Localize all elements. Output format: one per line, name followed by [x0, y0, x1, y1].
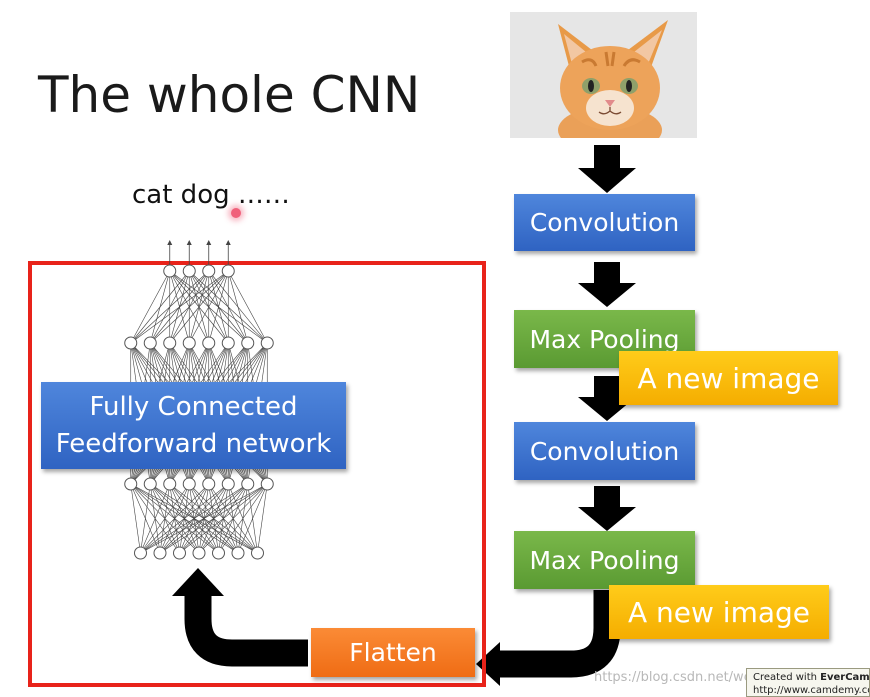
down-arrow: [578, 145, 636, 193]
arrow-head-to-network: [172, 568, 224, 596]
evercam-url: http://www.camdemy.com: [753, 685, 869, 696]
network-edge: [130, 270, 190, 344]
laser-pointer-dot: [231, 208, 241, 218]
evercam-created-with: Created with: [753, 672, 821, 683]
network-neuron: [221, 477, 235, 491]
network-neuron: [173, 546, 186, 560]
fc-label-line1: Fully Connected: [89, 391, 298, 422]
evercam-brand: EverCam: [820, 672, 870, 683]
network-edge: [257, 483, 268, 554]
network-neuron: [231, 546, 245, 560]
network-neuron: [182, 264, 196, 278]
network-neuron: [124, 336, 138, 350]
network-neuron: [221, 264, 235, 278]
network-edge: [218, 483, 268, 554]
curved-arrow-to-network: [184, 596, 308, 667]
network-neuron: [143, 477, 157, 491]
network-neuron: [202, 336, 216, 350]
network-neuron: [241, 477, 255, 491]
network-neuron: [134, 546, 147, 560]
network-edge: [227, 270, 268, 344]
network-neuron: [202, 477, 216, 491]
network-neuron: [163, 477, 177, 491]
convolution-box-1: Convolution: [514, 194, 695, 251]
network-neuron: [260, 477, 274, 491]
new-image-badge-1: A new image: [619, 351, 838, 405]
fully-connected-label-box: Fully Connected Feedforward network: [41, 382, 346, 469]
fc-label-line2: Feedforward network: [55, 428, 332, 459]
network-neuron: [241, 336, 255, 350]
network-edge: [208, 270, 229, 344]
network-neuron: [153, 546, 167, 560]
output-arrow-head: [167, 240, 173, 245]
network-neuron: [221, 336, 235, 350]
network-neuron: [192, 546, 206, 560]
max-pooling-box-2: Max Pooling: [514, 531, 695, 589]
network-edge: [130, 270, 171, 344]
network-edge: [140, 483, 190, 554]
network-neuron: [163, 336, 177, 350]
down-arrow: [578, 486, 636, 531]
new-image-badge-2: A new image: [609, 585, 829, 639]
watermark-url: https://blog.csdn.net/weixin_...: [594, 670, 794, 685]
network-edge: [179, 483, 268, 554]
down-arrow: [578, 262, 636, 307]
network-edge: [130, 270, 229, 344]
network-neuron: [202, 264, 216, 278]
slide-title: The whole CNN: [38, 66, 421, 124]
output-arrow-head: [225, 240, 231, 245]
down-arrow: [578, 376, 636, 421]
network-edge: [188, 270, 229, 344]
network-edge: [140, 483, 151, 554]
network-neuron: [182, 336, 196, 350]
output-classes-label: cat dog ……: [132, 180, 290, 210]
network-edge: [169, 270, 229, 344]
network-edge: [130, 483, 141, 554]
cat-image: [510, 12, 697, 138]
network-neuron: [124, 477, 138, 491]
network-edge: [140, 483, 209, 554]
fully-connected-frame: [28, 261, 486, 687]
output-arrow-head: [206, 240, 212, 245]
network-edge: [130, 270, 209, 344]
network-edge: [237, 483, 268, 554]
network-neuron: [163, 264, 177, 278]
network-edge: [140, 483, 268, 554]
network-edge: [140, 483, 248, 554]
evercam-badge: Created with EverCam http://www.camdemy.…: [746, 668, 870, 697]
flatten-box: Flatten: [311, 628, 475, 677]
network-neuron: [260, 336, 274, 350]
network-edge: [198, 483, 268, 554]
network-edge: [140, 483, 229, 554]
output-arrow-head: [186, 240, 192, 245]
network-edge: [159, 483, 268, 554]
network-edge: [150, 270, 229, 344]
network-neuron: [251, 546, 264, 560]
curved-arrow-to-flatten: [500, 590, 621, 678]
network-neuron: [143, 336, 157, 350]
network-edge: [140, 483, 171, 554]
convolution-box-2: Convolution: [514, 422, 695, 480]
network-edge: [227, 270, 249, 344]
arrow-head-to-flatten: [476, 642, 500, 686]
network-neuron: [182, 477, 196, 491]
network-neuron: [212, 546, 225, 560]
